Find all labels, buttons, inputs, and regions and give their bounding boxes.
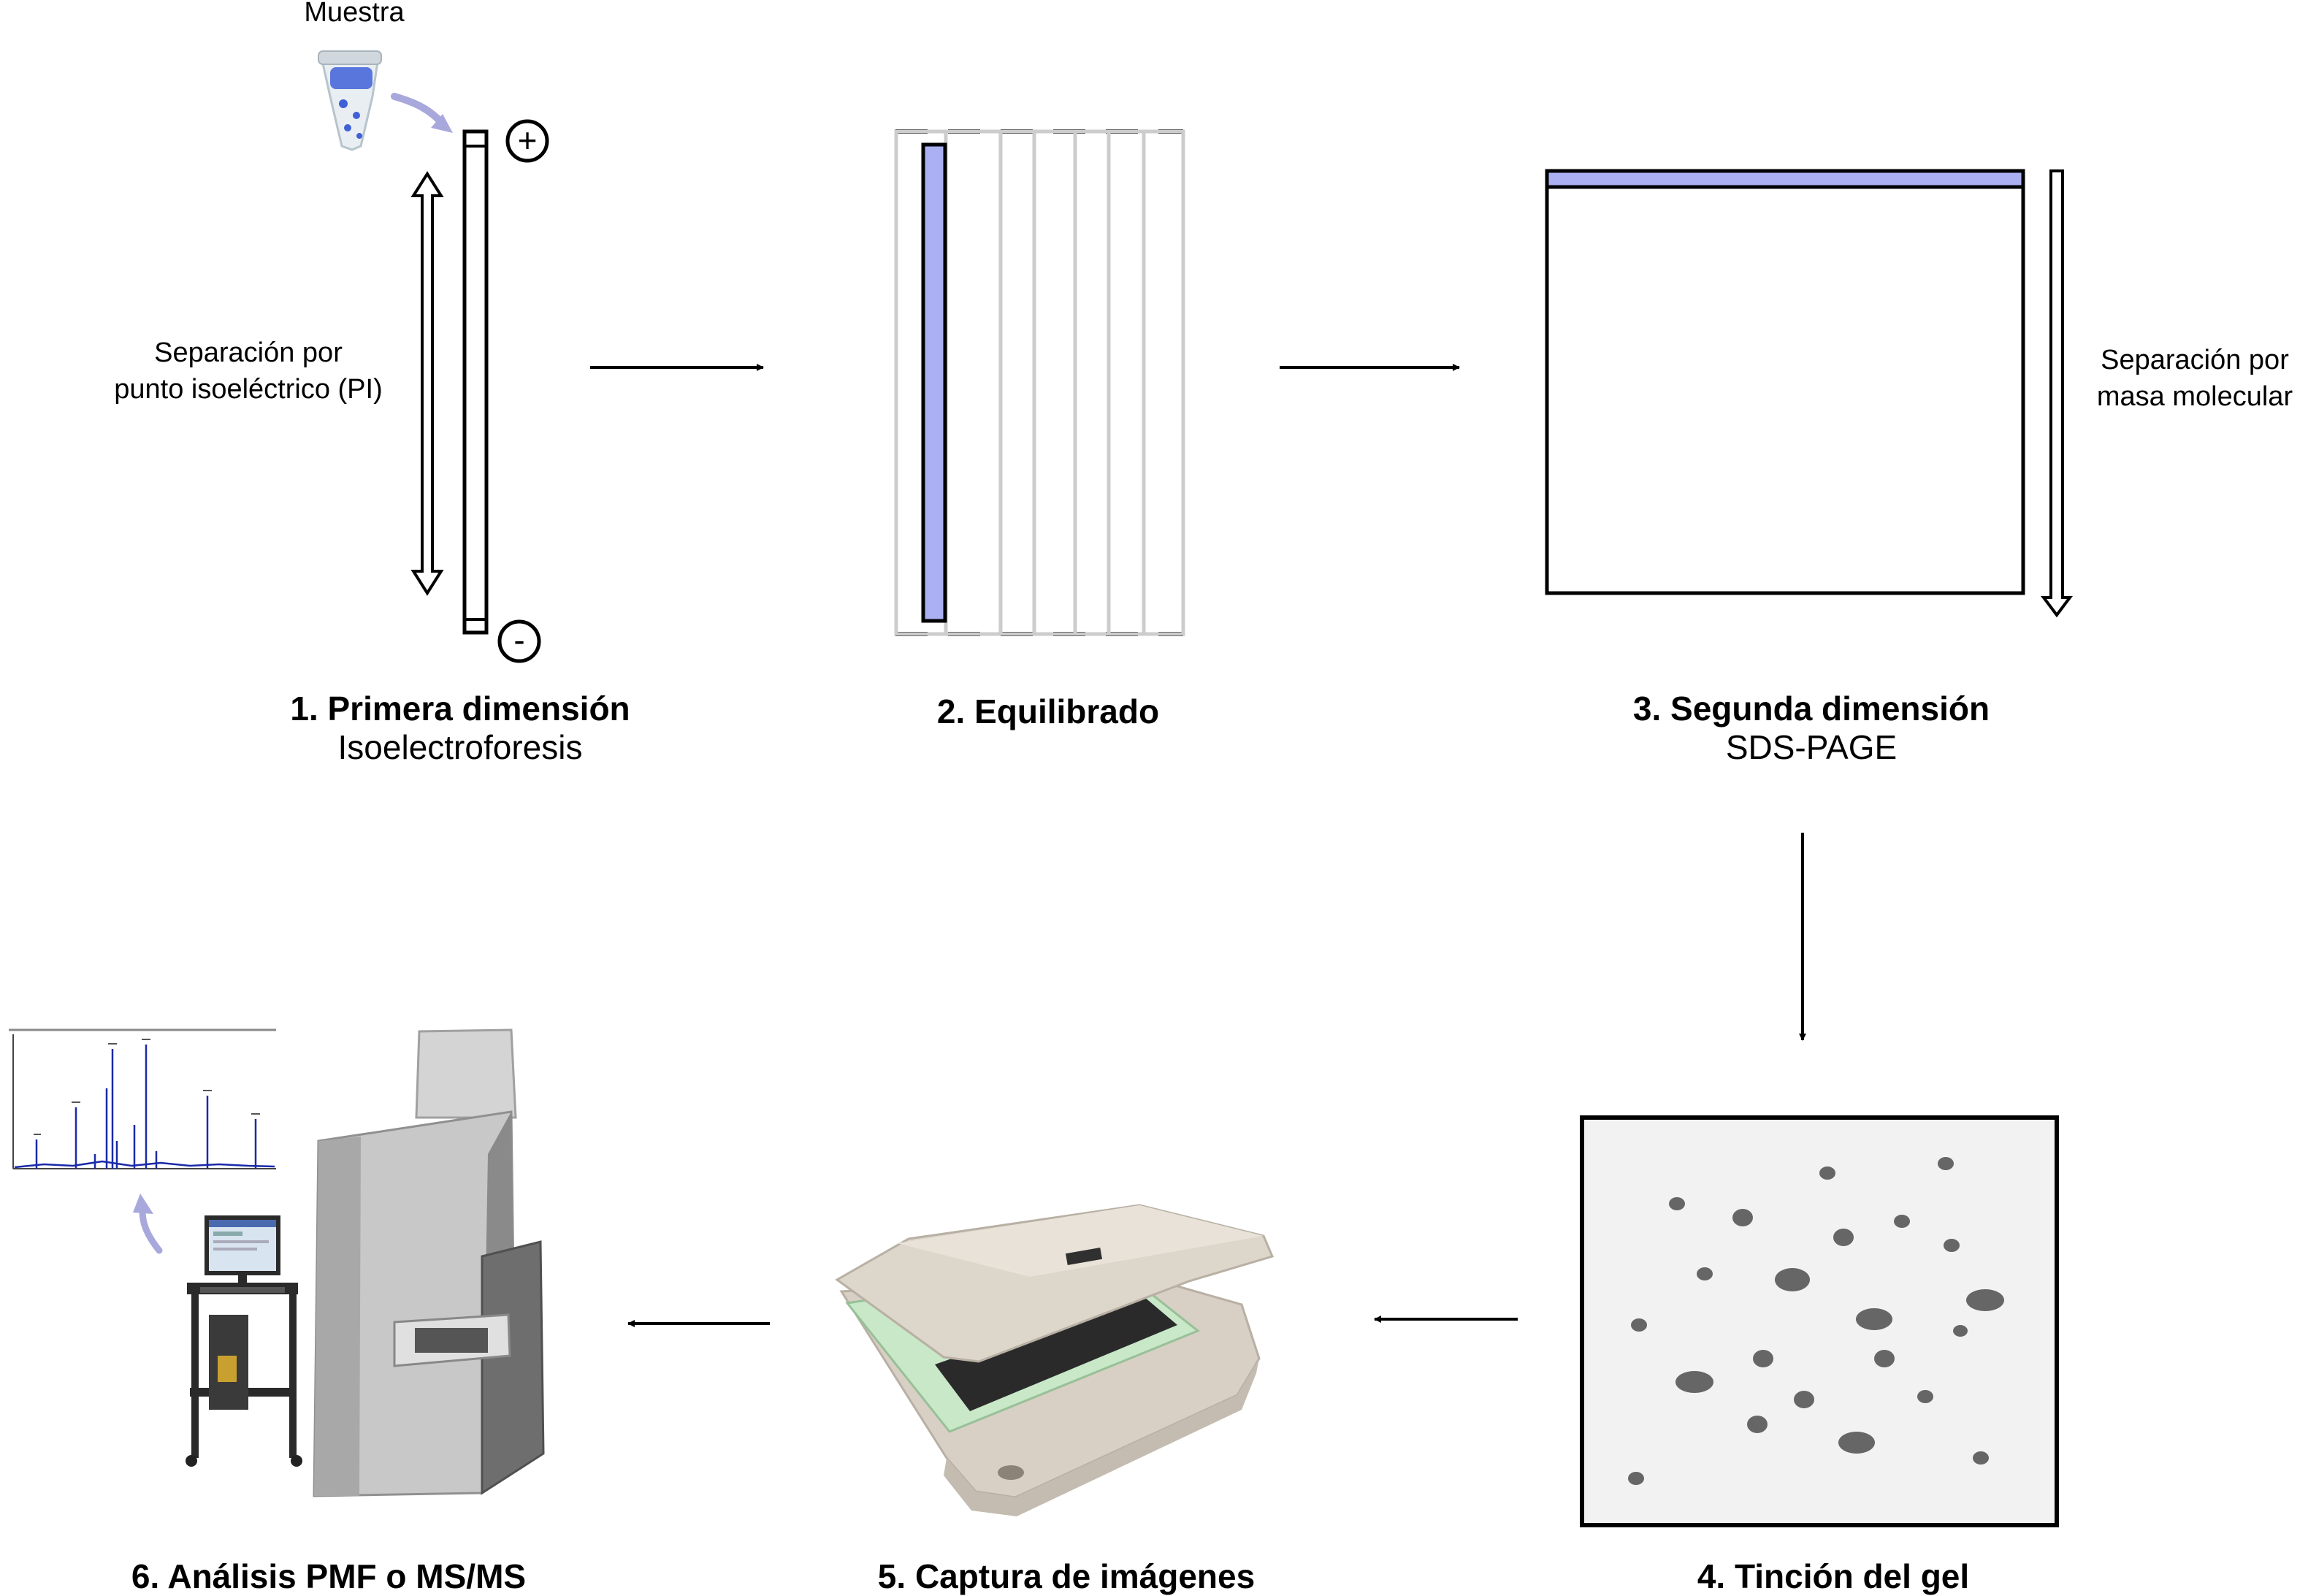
plus-electrode	[505, 119, 549, 163]
scanner-icon	[835, 1204, 1275, 1516]
stained-gel	[1580, 1115, 2059, 1527]
step-3-title: 3. Segunda dimensión	[1632, 690, 1990, 728]
step-4-title: 4. Tinción del gel	[1697, 1557, 1970, 1595]
pi-separation-line-2: punto isoeléctrico (PI)	[114, 373, 383, 405]
mass-separation-line-2: masa molecular	[2096, 381, 2293, 412]
plus-sign: +	[517, 121, 538, 159]
minus-electrode	[497, 619, 541, 663]
ief-strip	[462, 129, 489, 635]
step-5-title: 5. Captura de imágenes	[877, 1557, 1256, 1595]
step-1-subtitle: Isoelectroforesis	[337, 728, 583, 766]
pi-separation-line-1: Separación por	[154, 337, 343, 368]
equilibration-tray	[894, 129, 1185, 636]
spectrum-curved-arrow-head	[133, 1194, 153, 1214]
sds-page-gel	[1545, 169, 2025, 595]
mass-separation-label: Separación por masa molecular	[2082, 345, 2308, 413]
step-6-title: 6. Análisis PMF o MS/MS	[131, 1557, 527, 1595]
step-1-label: 1. Primera dimensión Isoelectroforesis	[219, 690, 701, 767]
mass-separation-line-1: Separación por	[2101, 345, 2289, 375]
mass-spectrometer-icon	[186, 1028, 545, 1497]
mass-spectrum-icon	[9, 1028, 276, 1169]
tube-icon	[318, 50, 382, 151]
gel-spots	[1628, 1157, 2004, 1485]
sample-label: Muestra	[304, 0, 405, 28]
pi-separation-label: Separación por punto isoeléctrico (PI)	[88, 337, 409, 405]
step-3-label: 3. Segunda dimensión SDS-PAGE	[1556, 690, 2067, 767]
step-5-label: 5. Captura de imágenes	[825, 1557, 1307, 1596]
minus-sign: -	[513, 621, 525, 659]
gel-top-strip	[1545, 169, 2025, 189]
step-4-label: 4. Tinción del gel	[1607, 1557, 2060, 1596]
sample-curved-arrow-head	[431, 114, 453, 133]
step-3-subtitle: SDS-PAGE	[1725, 728, 1898, 766]
step-2-label: 2. Equilibrado	[840, 692, 1256, 731]
step-1-title: 1. Primera dimensión	[290, 690, 630, 728]
step-2-title: 2. Equilibrado	[936, 692, 1160, 730]
step-6-label: 6. Análisis PMF o MS/MS	[73, 1557, 584, 1596]
mass-down-arrow	[2041, 169, 2073, 618]
equilibrated-strip	[921, 142, 947, 623]
pi-double-arrow	[410, 171, 444, 596]
